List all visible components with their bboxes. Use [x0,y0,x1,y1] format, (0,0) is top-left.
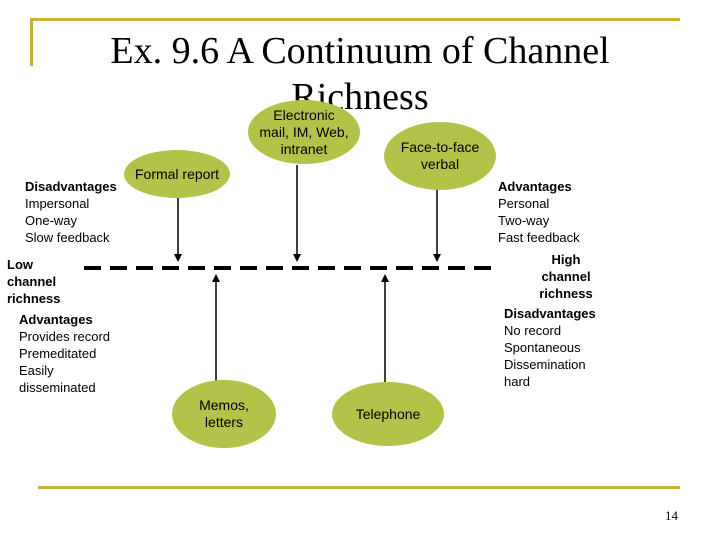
high-richness-line-2: channel [541,269,591,284]
high-richness-label: High channel richness [526,251,606,302]
high-richness-line-1: High [551,252,581,267]
rich-advantage-item: Fast feedback [498,230,580,245]
rich-disadvantages-heading: Disadvantages [504,306,596,321]
memos-letters-ellipse: Memos, letters [172,380,276,448]
telephone-ellipse: Telephone [332,382,444,446]
low-richness-line-3: richness [7,291,61,306]
bottom-rule [38,486,680,489]
formal-report-label: Formal report [134,165,220,182]
lean-advantages-block: Advantages Provides record Premeditated … [19,311,110,396]
rich-advantages-block: Advantages Personal Two-way Fast feedbac… [498,178,580,246]
rich-disadvantage-item: No record [504,323,562,338]
telephone-label: Telephone [355,405,421,422]
title-line-1: Ex. 9.6 A Continuum of Channel [110,30,610,72]
electronic-line-3: intranet [280,140,328,157]
rich-advantage-item: Two-way [498,213,550,228]
lean-advantage-item: Easily [19,363,54,378]
lean-advantage-item: Premeditated [19,346,97,361]
electronic-mail-ellipse: Electronic mail, IM, Web, intranet [248,100,360,164]
slide-title: Ex. 9.6 A Continuum of Channel Richness [60,28,660,120]
lean-advantage-item: disseminated [19,380,96,395]
left-rule [30,18,33,66]
page-number: 14 [665,508,678,523]
low-richness-line-2: channel [7,274,57,289]
top-rule [30,18,680,21]
lean-disadvantages-block: Disadvantages Impersonal One-way Slow fe… [25,178,117,246]
lean-disadvantages-heading: Disadvantages [25,179,117,194]
memos-line-2: letters [204,414,244,430]
rich-disadvantage-item: Dissemination [504,357,586,372]
lean-disadvantage-item: Slow feedback [25,230,110,245]
rich-disadvantages-block: Disadvantages No record Spontaneous Diss… [504,305,596,390]
face-to-face-line-2: verbal [420,156,460,172]
lean-disadvantage-item: Impersonal [25,196,90,211]
memos-line-1: Memos, [199,397,249,413]
rich-advantages-heading: Advantages [498,179,572,194]
electronic-line-2: mail, IM, Web, [259,123,349,140]
low-richness-label: Low channel richness [7,256,60,307]
low-richness-line-1: Low [7,257,33,272]
face-to-face-ellipse: Face-to-face verbal [384,122,496,190]
rich-disadvantage-item: Spontaneous [504,340,581,355]
lean-disadvantage-item: One-way [25,213,78,228]
electronic-line-1: Electronic [273,106,335,123]
rich-advantage-item: Personal [498,196,550,211]
lean-advantage-item: Provides record [19,329,111,344]
rich-disadvantage-item: hard [504,374,531,389]
lean-advantages-heading: Advantages [19,312,93,327]
face-to-face-line-1: Face-to-face [400,139,480,155]
formal-report-ellipse: Formal report [124,150,230,198]
high-richness-line-3: richness [539,286,593,301]
